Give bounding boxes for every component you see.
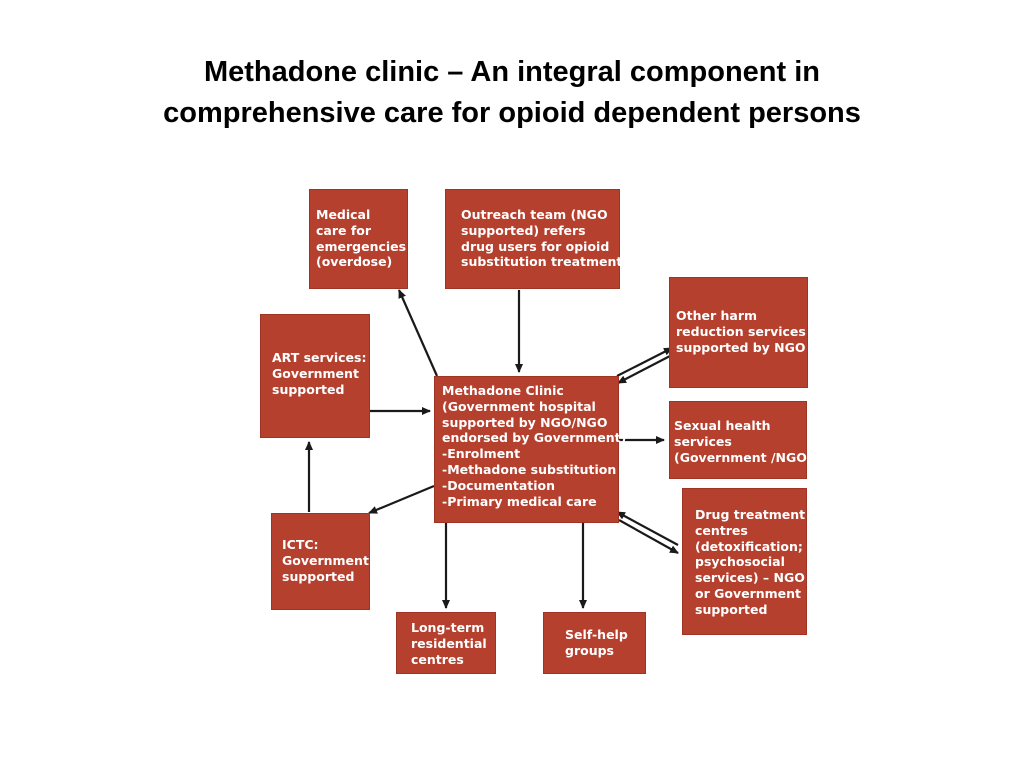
box-sexual-health: Sexual health services (Government /NGO)	[669, 401, 813, 479]
box-other-harm-reduction: Other harm reduction services supported …	[669, 277, 808, 388]
arrow-drugtx-to-clinic	[616, 511, 679, 546]
box-line: Methadone Clinic	[442, 383, 564, 398]
arrow-clinic-to-ictc	[368, 484, 435, 515]
box-line: (overdose)	[316, 254, 393, 270]
box-line: supported	[695, 601, 768, 617]
box-line: centres	[695, 522, 748, 538]
box-line: -Primary medical care	[442, 493, 597, 509]
box-ictc: ICTC: Government supported	[271, 513, 370, 610]
box-line: drug users for opioid	[461, 238, 610, 254]
box-line: supported by NGO/NGO	[442, 414, 608, 430]
arrow-harm-to-clinic	[617, 355, 671, 384]
box-line: psychosocial	[695, 554, 785, 570]
box-line: services	[674, 433, 732, 449]
box-line: reduction services	[676, 323, 806, 339]
box-line: Government	[272, 365, 359, 381]
box-line: care for	[316, 222, 372, 238]
box-art-services: ART services: Government supported	[260, 314, 370, 438]
box-line: residential	[411, 635, 487, 651]
arrow-clinic-to-medical	[397, 289, 439, 377]
box-medical-care: Medical care for emergencies (overdose)	[309, 189, 408, 289]
box-line: -Methadone substitution	[442, 461, 617, 477]
box-line: Medical	[316, 207, 371, 222]
box-self-help-groups: Self-help groups	[543, 612, 646, 674]
box-line: Other harm	[676, 308, 758, 323]
box-line: supported	[282, 568, 355, 584]
box-line: -Enrolment	[442, 446, 521, 462]
box-line: emergencies	[316, 238, 407, 254]
slide-title: Methadone clinic – An integral component…	[0, 52, 1024, 134]
box-line: (detoxification;	[695, 538, 803, 554]
box-line: Drug treatment	[695, 507, 806, 522]
arrow-clinic-to-harm	[616, 347, 673, 377]
title-line-2: comprehensive care for opioid dependent …	[163, 97, 861, 129]
box-line: Long-term	[411, 620, 485, 635]
box-line: ART services:	[272, 350, 367, 365]
box-line: services) – NGO	[695, 570, 805, 586]
box-long-term-residential: Long-term residential centres	[396, 612, 496, 674]
box-line: supported	[272, 381, 345, 397]
box-line: Government	[282, 552, 369, 568]
box-line: (Government /NGO)	[674, 449, 813, 465]
box-line: (Government hospital	[442, 398, 596, 414]
title-line-1: Methadone clinic – An integral component…	[203, 56, 821, 88]
box-outreach-team: Outreach team (NGO supported) refers dru…	[445, 189, 623, 289]
box-drug-treatment-centres: Drug treatment centres (detoxification; …	[682, 488, 807, 635]
box-line: centres	[411, 651, 464, 667]
box-line: substitution treatment	[461, 254, 623, 270]
box-line: supported) refers	[461, 222, 586, 238]
arrow-clinic-to-drugtx	[618, 519, 679, 554]
box-line: ICTC:	[282, 537, 319, 552]
box-line: endorsed by Government)	[442, 430, 627, 446]
box-line: Self-help	[565, 627, 628, 642]
box-line: Sexual health	[674, 418, 771, 433]
box-line: -Documentation	[442, 477, 556, 493]
box-line: or Government	[695, 585, 802, 601]
box-line: supported by NGO	[676, 339, 806, 355]
box-methadone-clinic: Methadone Clinic (Government hospital su…	[434, 376, 627, 523]
box-line: Outreach team (NGO	[461, 207, 608, 222]
box-line: groups	[565, 642, 614, 658]
